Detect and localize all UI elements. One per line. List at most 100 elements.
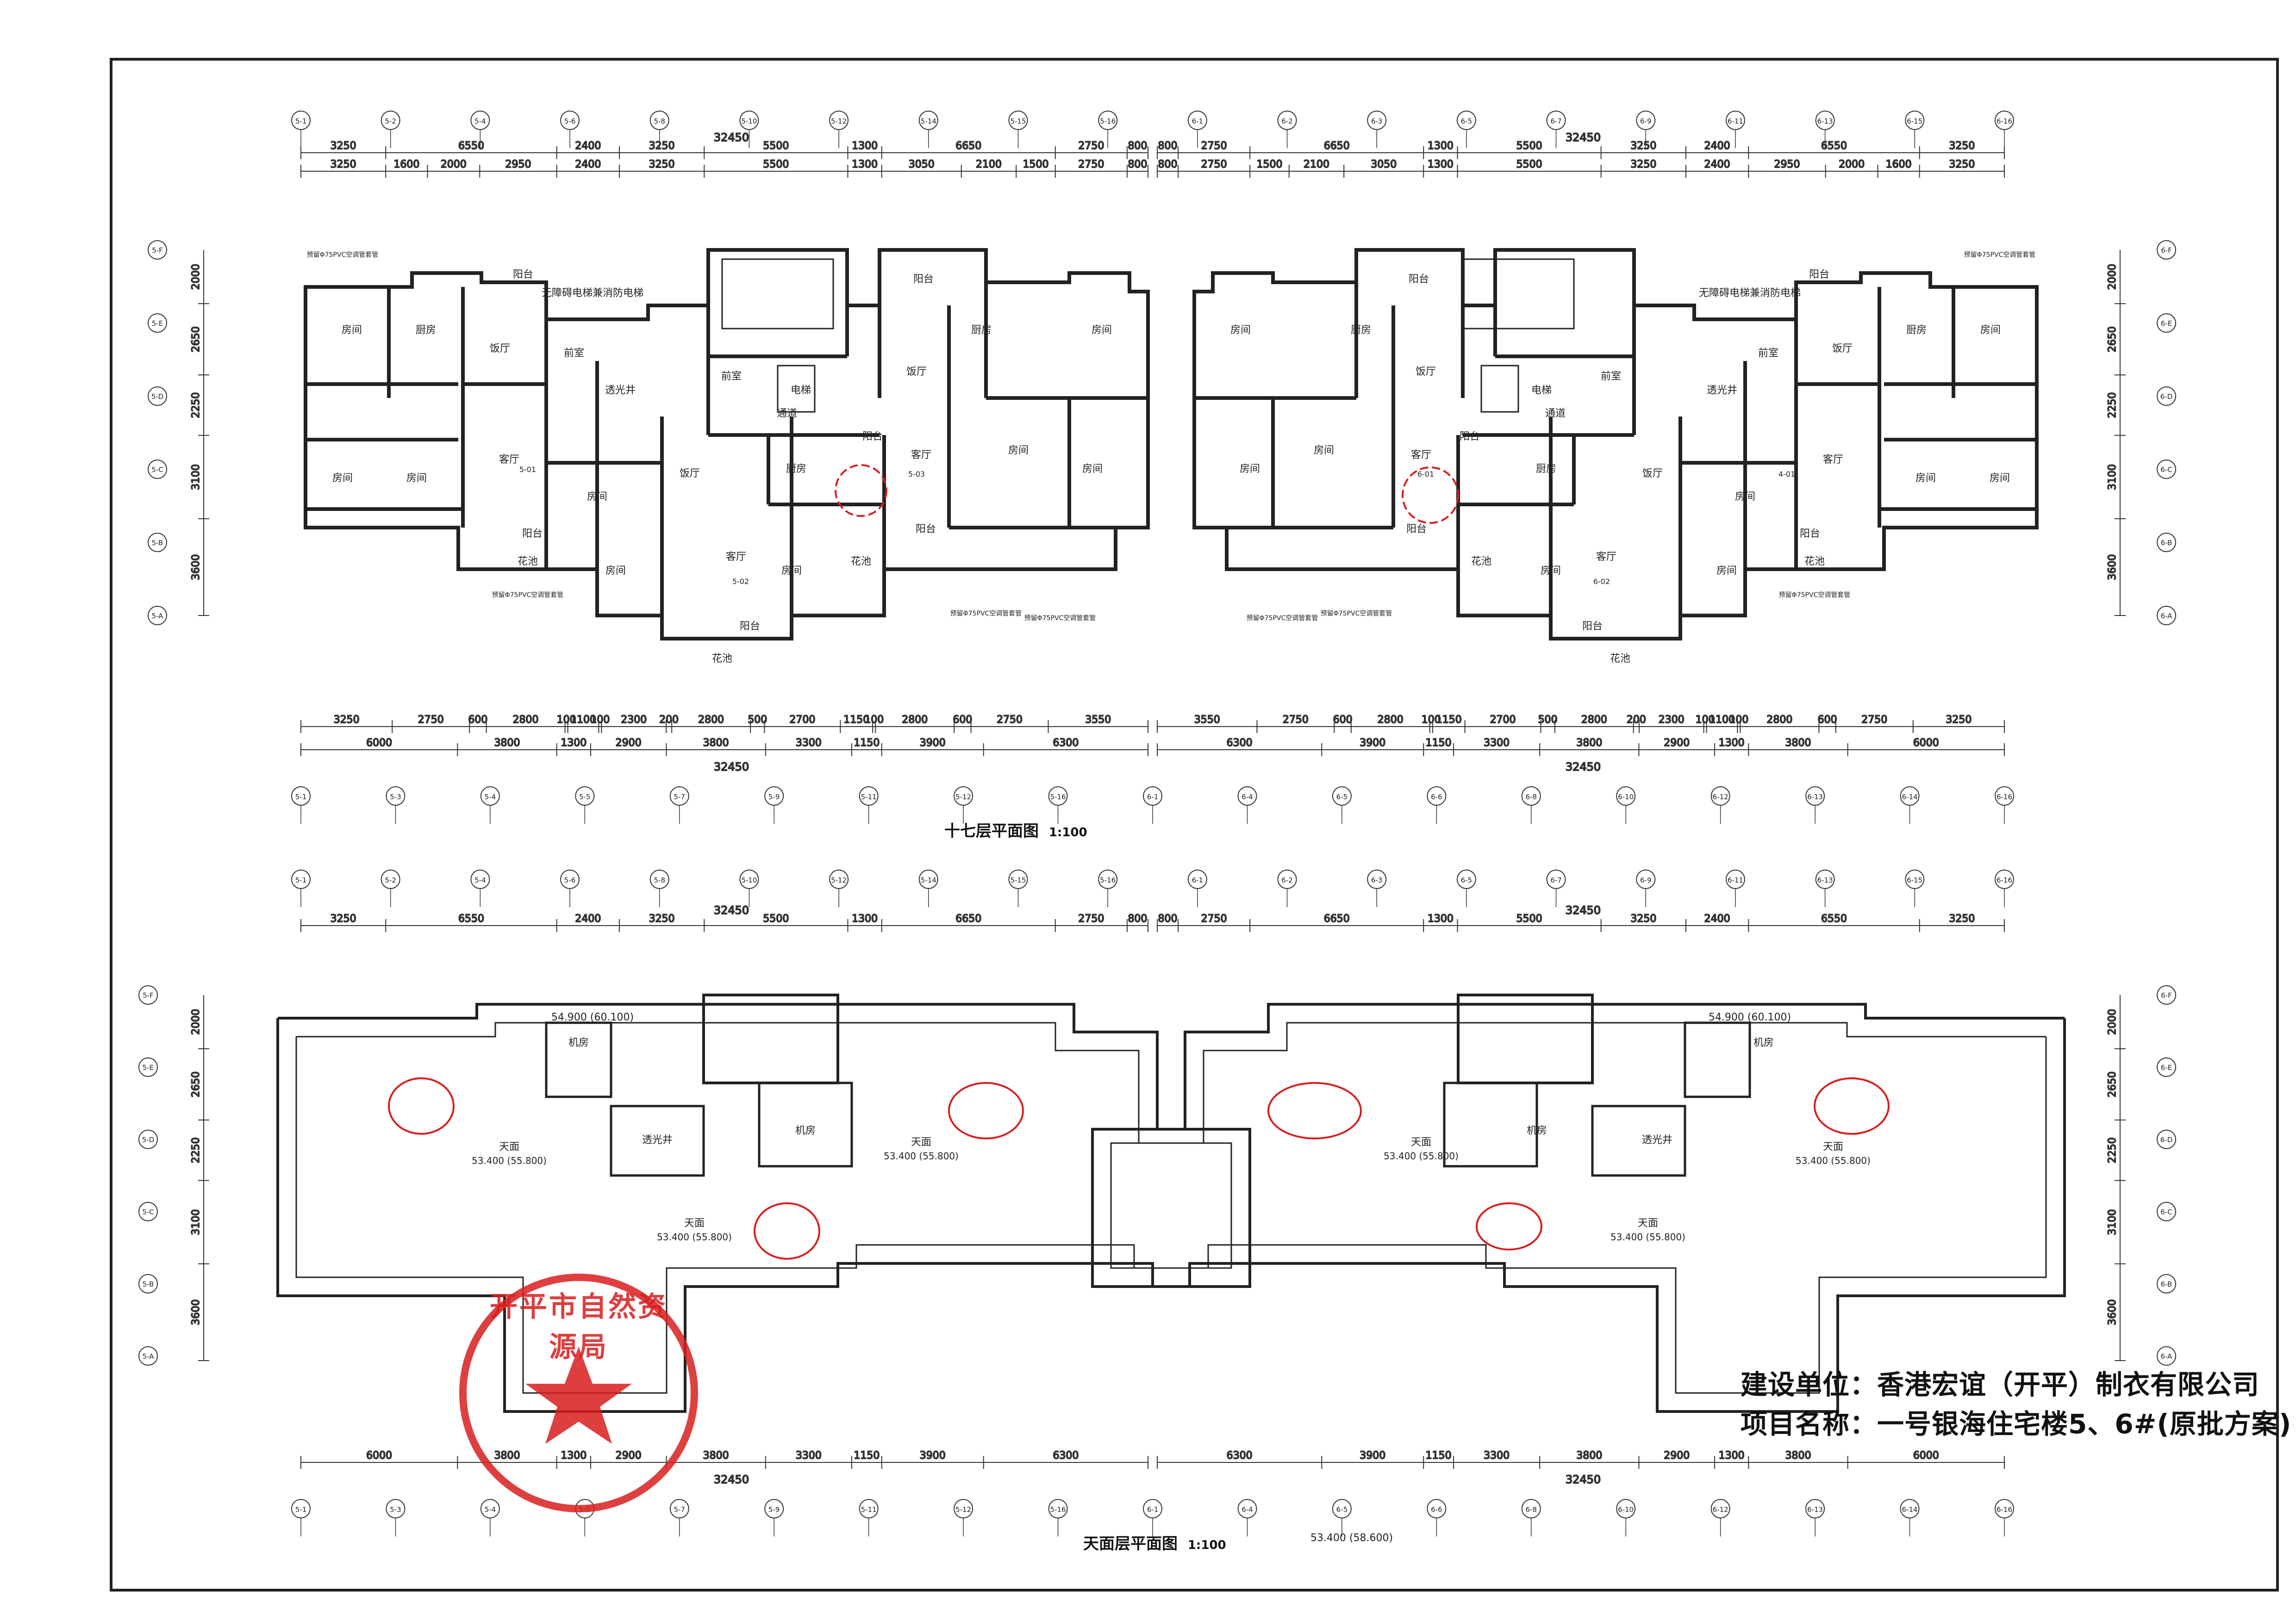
dim-bottom-row1-right-label: 600 [1818, 714, 1837, 726]
row-right-roof-label: 6-F [2161, 991, 2172, 1000]
roof-dim-bottom-left-label: 3300 [796, 1450, 822, 1461]
roof-dim-top-left-label: 2750 [1078, 913, 1104, 925]
developer-label: 建设单位： [1741, 1369, 1878, 1400]
axis-top-roof-label: 5-8 [654, 876, 665, 884]
dim-top-row2-right-label: 1600 [1886, 159, 1912, 170]
axis-bottom-roof-label: 5-9 [768, 1505, 780, 1514]
floor17-room-labels: 房间房间厨房厨房饭厅饭厅房间房间房间房间客厅客厅前室前室透光井透光井房间房间饭厅… [307, 251, 2036, 665]
axis-top-roof-label: 6-15 [1907, 876, 1922, 884]
vdim-right-roof-label: 3100 [2107, 1209, 2118, 1235]
axis-top-17-label: 6-3 [1371, 117, 1383, 125]
lightwell-label: 透光井 [1642, 1134, 1672, 1146]
dim-bottom-row2-right-label: 3900 [1360, 737, 1385, 749]
vdim-right-17-label: 2250 [2107, 392, 2118, 418]
row-left-17-label: 5-C [151, 466, 163, 474]
room-label-building-6: 阳台 [1406, 523, 1427, 535]
lightwell-label: 透光井 [642, 1134, 673, 1146]
dim-bottom-row1-right-label: 2300 [1659, 714, 1685, 726]
pipe-note: 预留Φ75PVC空调管套管 [1024, 615, 1096, 622]
dim-top-row2-left-label: 2750 [1078, 159, 1104, 170]
dim-top-row2-left-label: 1500 [1023, 159, 1049, 170]
room-label-building-5: 通道 [777, 408, 797, 419]
dim-bottom-row1-left-label: 1100 [570, 714, 596, 726]
dim-bottom-total-left: 32450 [714, 760, 749, 773]
vdim-right-roof-label: 2650 [2107, 1071, 2118, 1097]
axis-top-roof-label: 6-2 [1281, 876, 1293, 884]
roof-dim-top-right-label: 5500 [1516, 913, 1542, 925]
axis-bottom-roof-label: 6-8 [1526, 1505, 1537, 1514]
axis-bottom-roof-label: 5-4 [485, 1505, 496, 1514]
vdim-left-roof-label: 3100 [190, 1209, 202, 1235]
dim-top-row1-left-label: 3250 [331, 140, 356, 152]
dim-bottom-row1-left-label: 600 [468, 714, 487, 726]
axis-bottom-17-label: 6-12 [1713, 793, 1728, 801]
row-right-roof-label: 6-D [2160, 1136, 2173, 1144]
vdim-left-17-label: 2000 [190, 264, 202, 290]
row-left-17-label: 5-B [152, 539, 163, 547]
dim-bottom-row2-left-label: 6300 [1053, 737, 1079, 749]
row-right-17-label: 6-C [2160, 466, 2172, 474]
room-label-building-5: 阳台 [740, 621, 760, 632]
axis-top-roof-label: 5-10 [741, 876, 757, 884]
axis-bottom-17-label: 5-7 [674, 793, 686, 801]
roof-dim-bottom-right-label: 2900 [1664, 1450, 1690, 1461]
dim-bottom-row1-right-label: 100 [1696, 714, 1715, 726]
axis-bottom-17-label: 6-10 [1618, 793, 1634, 801]
roof-outline-left [276, 1003, 1251, 1413]
developer-line: 建设单位：香港宏谊（开平）制衣有限公司 [1741, 1363, 2259, 1402]
roof-dim-bottom-left-label: 1150 [854, 1450, 880, 1461]
vdim-left-17-label: 3600 [190, 554, 202, 580]
roof-dim-bottom-right-label: 3300 [1484, 1450, 1510, 1461]
axis-bottom-17-label: 5-9 [768, 793, 780, 801]
dim-bottom-row2-left-label: 3800 [494, 737, 520, 749]
row-right-17-bubble [2157, 533, 2176, 552]
room-label-building-6: 房间 [1541, 565, 1561, 577]
dim-top-row2-left-label: 2000 [441, 159, 467, 170]
axis-bottom-17-label: 5-12 [955, 793, 971, 801]
row-right-17-bubble [2157, 313, 2176, 333]
row-right-roof-label: 6-C [2160, 1208, 2172, 1216]
roof-dim-top-left-label: 6550 [458, 913, 484, 925]
room-label-building-5: 房间 [605, 565, 626, 577]
dim-bottom-row1-left-label: 2800 [902, 714, 928, 726]
dim-top-row2-left-label: 2400 [575, 159, 601, 170]
vdim-left-roof-label: 3600 [190, 1299, 202, 1325]
roof-elevation: 53.400 (55.800) [472, 1155, 547, 1166]
axis-bottom-roof-label: 6-12 [1713, 1505, 1728, 1514]
roof-scale: 1:100 [1187, 1538, 1226, 1552]
roof-dim-bottom-right-label: 6300 [1227, 1450, 1253, 1461]
unit-number: 6-02 [1593, 577, 1610, 586]
row-left-17-bubble [148, 533, 167, 552]
roof-dim-bottom-right-label: 3900 [1360, 1450, 1385, 1461]
machine-room-elevation: 54.900 (60.100) [551, 1012, 634, 1023]
room-label-building-5: 阳台 [916, 523, 936, 535]
roof-dim-bottom-left-label: 1300 [561, 1450, 586, 1461]
vdim-right-roof-label: 2250 [2107, 1137, 2118, 1163]
roof-dim-bottom-left-label: 2900 [616, 1450, 642, 1461]
row-right-17-label: 6-F [2161, 246, 2172, 255]
room-label-building-6: 通道 [1545, 408, 1566, 419]
stamp-text: 开平市自然资源局 [490, 1291, 668, 1363]
vdim-left-roof-label: 2000 [190, 1009, 202, 1035]
dim-bottom-row1-right-label: 100 [1422, 714, 1441, 726]
room-label-building-6: 房间 [1915, 473, 1936, 484]
room-label-building-6: 房间 [1240, 463, 1260, 475]
axis-bottom-roof-label: 6-4 [1242, 1505, 1253, 1514]
row-right-roof-bubble [2157, 1346, 2176, 1366]
row-right-roof-bubble [2157, 1202, 2176, 1221]
row-left-roof-label: 5-E [143, 1063, 154, 1072]
axis-top-roof-label: 6-9 [1640, 876, 1652, 884]
dim-top-row2-left-label: 1300 [852, 159, 878, 170]
room-label-building-5: 前室 [721, 371, 742, 382]
roof-elevation: 53.400 (55.800) [1384, 1150, 1459, 1162]
row-right-17-bubble [2157, 606, 2176, 625]
room-label-building-6: 厨房 [1536, 463, 1556, 475]
dim-top-row2-right-label: 5500 [1516, 159, 1542, 170]
roof-dim-total-left: 32450 [714, 904, 749, 917]
dim-top-row2-left-label: 1600 [393, 159, 419, 170]
dim-top-row2-right-label: 2000 [1839, 159, 1865, 170]
axis-top-roof-label: 6-1 [1192, 876, 1204, 884]
